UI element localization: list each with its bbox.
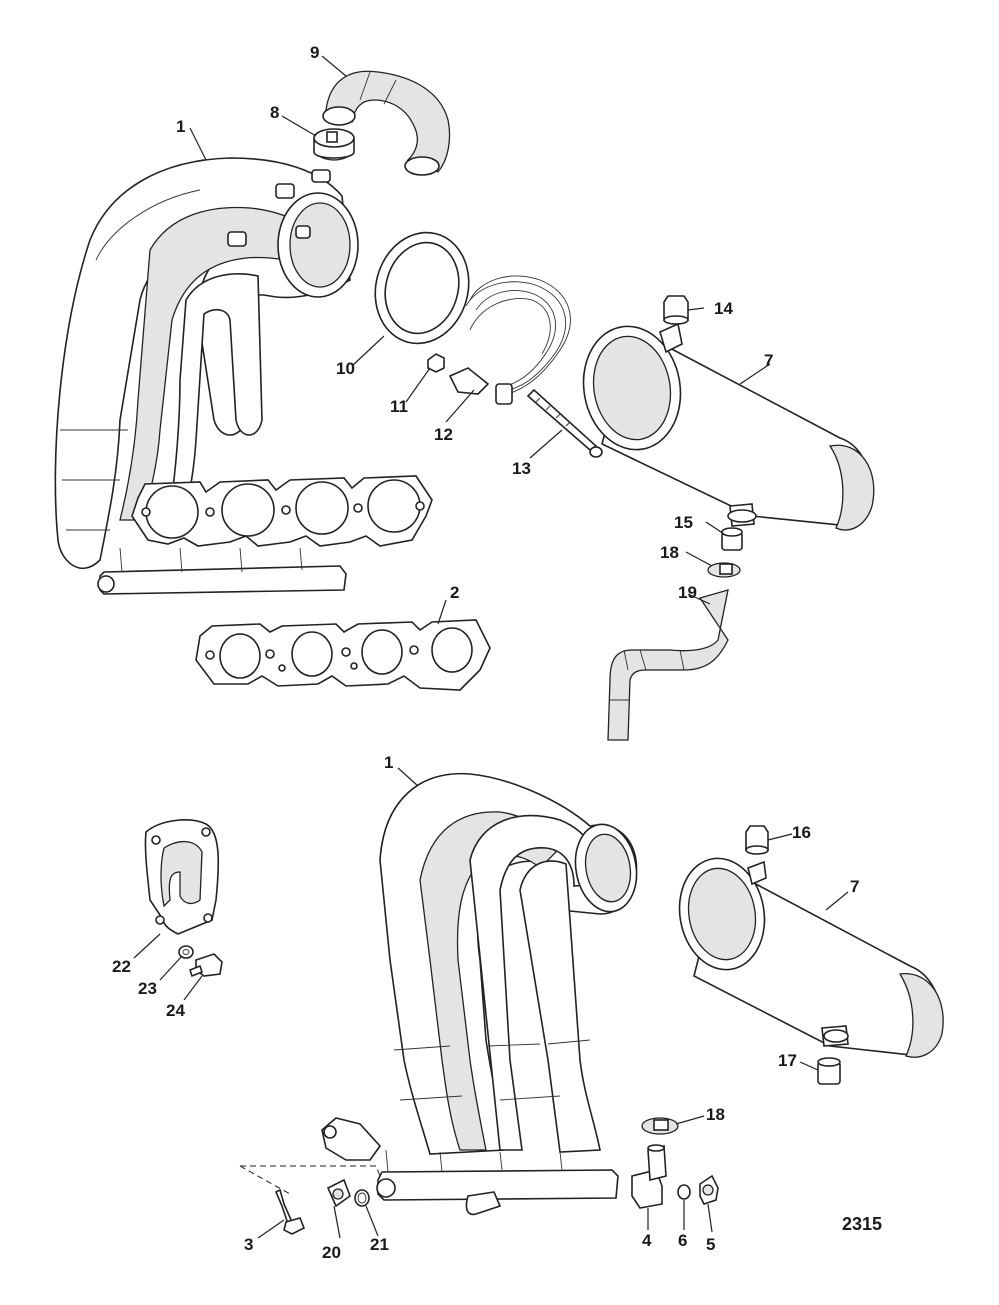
exhaust-elbow-part	[582, 322, 875, 531]
callout-23: 23	[138, 979, 157, 998]
callout-19: 19	[678, 583, 697, 602]
callout-labels: 1 2 7 8 9 10 11 12 13 14 15 18 19 1 16 7…	[112, 43, 882, 1262]
manifold-gasket-part	[195, 619, 491, 691]
plug-cap-lower-part	[745, 825, 769, 855]
callout-3: 3	[244, 1235, 253, 1254]
callout-7-upper: 7	[764, 351, 773, 370]
leader-lines	[133, 55, 849, 1239]
callout-5: 5	[706, 1235, 715, 1254]
ring-gasket-part	[374, 231, 470, 345]
callout-11: 11	[390, 397, 408, 416]
water-hose-part	[607, 589, 729, 741]
fitting-part	[721, 527, 743, 551]
bolt-part	[189, 953, 223, 978]
plug-cap-part	[663, 295, 689, 325]
t-bolt-part	[526, 388, 603, 458]
nut-part	[427, 353, 445, 373]
reference-number: 2315	[842, 1214, 882, 1234]
callout-8: 8	[270, 103, 279, 122]
callout-2: 2	[450, 583, 459, 602]
callout-22: 22	[112, 957, 131, 976]
exhaust-manifold-lower-part	[321, 772, 638, 1216]
callout-24: 24	[166, 1001, 185, 1020]
washer-part	[178, 945, 194, 959]
callout-15: 15	[674, 513, 693, 532]
callout-21: 21	[370, 1235, 389, 1254]
hose-clamp-part	[313, 128, 355, 161]
callout-17: 17	[778, 1051, 797, 1070]
drain-plug-part	[326, 1178, 351, 1208]
callout-13: 13	[512, 459, 531, 478]
callout-10: 10	[336, 359, 355, 378]
o-ring-part	[354, 1189, 370, 1207]
callout-7-lower: 7	[850, 877, 859, 896]
exhaust-manifold-part	[54, 157, 433, 595]
band-clamp-part	[448, 275, 571, 405]
hose-clamp-small-part	[707, 562, 741, 578]
callout-4: 4	[642, 1231, 652, 1250]
callout-16: 16	[792, 823, 811, 842]
drain-plug-5-part	[699, 1174, 719, 1205]
callout-6: 6	[678, 1231, 687, 1250]
bolt-3-part	[239, 1165, 381, 1235]
callout-20: 20	[322, 1243, 341, 1262]
elbow-fitting-part	[631, 1144, 667, 1209]
callout-12: 12	[434, 425, 453, 444]
callout-18-upper: 18	[660, 543, 679, 562]
exhaust-elbow-lower-part	[678, 857, 944, 1058]
hose-clamp-lower-part	[641, 1117, 679, 1135]
callout-18-lower: 18	[706, 1105, 725, 1124]
callout-14: 14	[714, 299, 733, 318]
o-ring-6-part	[677, 1184, 691, 1200]
callout-9: 9	[310, 43, 319, 62]
fitting-lower-part	[817, 1057, 841, 1085]
callout-1-lower: 1	[384, 753, 393, 772]
u-shaped-hose-part	[322, 70, 451, 176]
callout-1-upper: 1	[176, 117, 185, 136]
heat-shield-bracket-part	[144, 819, 220, 935]
